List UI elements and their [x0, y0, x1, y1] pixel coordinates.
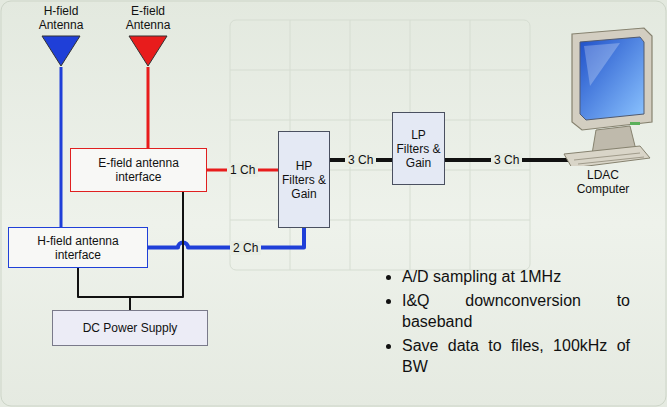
node-label: E-field Antenna: [113, 4, 183, 32]
antenna-symbol: [41, 35, 81, 67]
note-list: A/D sampling at 1MHzI&Q downconversion t…: [384, 266, 630, 380]
screen-glare: [584, 43, 620, 86]
note-text: A/D sampling at 1MHz: [402, 266, 630, 287]
e-field-antenna: E-field Antenna: [113, 4, 183, 67]
node-label: E-field antenna interface: [91, 156, 186, 184]
power-supply-box: DC Power Supply: [52, 310, 208, 346]
monitor-frame: [572, 28, 652, 130]
channel-count: 3 Ch: [491, 153, 522, 167]
power-wire: [78, 268, 130, 310]
antenna-feed: [60, 67, 63, 227]
node-label: LP Filters & Gain: [396, 128, 441, 170]
interface-box: E-field antenna interface: [70, 148, 207, 192]
channel-link: [148, 228, 304, 248]
note-text: I&Q downconversion to baseband: [402, 290, 630, 332]
antenna-symbol: [128, 35, 168, 67]
computer-node: LDAC Computer: [560, 26, 656, 196]
antenna-feed: [147, 67, 150, 148]
note-text: Save data to files, 100kHz of BW: [402, 335, 630, 377]
interface-box: H-field antenna interface: [8, 227, 148, 268]
computer-icon: [560, 26, 656, 166]
node-label: H-field Antenna: [24, 4, 98, 32]
keyboard-row: [578, 157, 644, 164]
keyboard-base: [564, 146, 650, 166]
filter-box: LP Filters & Gain: [392, 112, 445, 185]
node-label: LDAC Computer: [568, 168, 638, 196]
filter-box: HP Filters & Gain: [278, 131, 330, 228]
channel-count: 2 Ch: [230, 241, 261, 255]
h-field-antenna: H-field Antenna: [24, 4, 98, 67]
channel-count: 1 Ch: [227, 163, 258, 177]
channel-count: 3 Ch: [345, 153, 376, 167]
node-label: HP Filters & Gain: [282, 159, 326, 201]
node-label: H-field antenna interface: [29, 234, 127, 262]
power-light: [630, 122, 640, 125]
node-label: DC Power Supply: [83, 321, 178, 335]
monitor-screen: [580, 37, 644, 120]
